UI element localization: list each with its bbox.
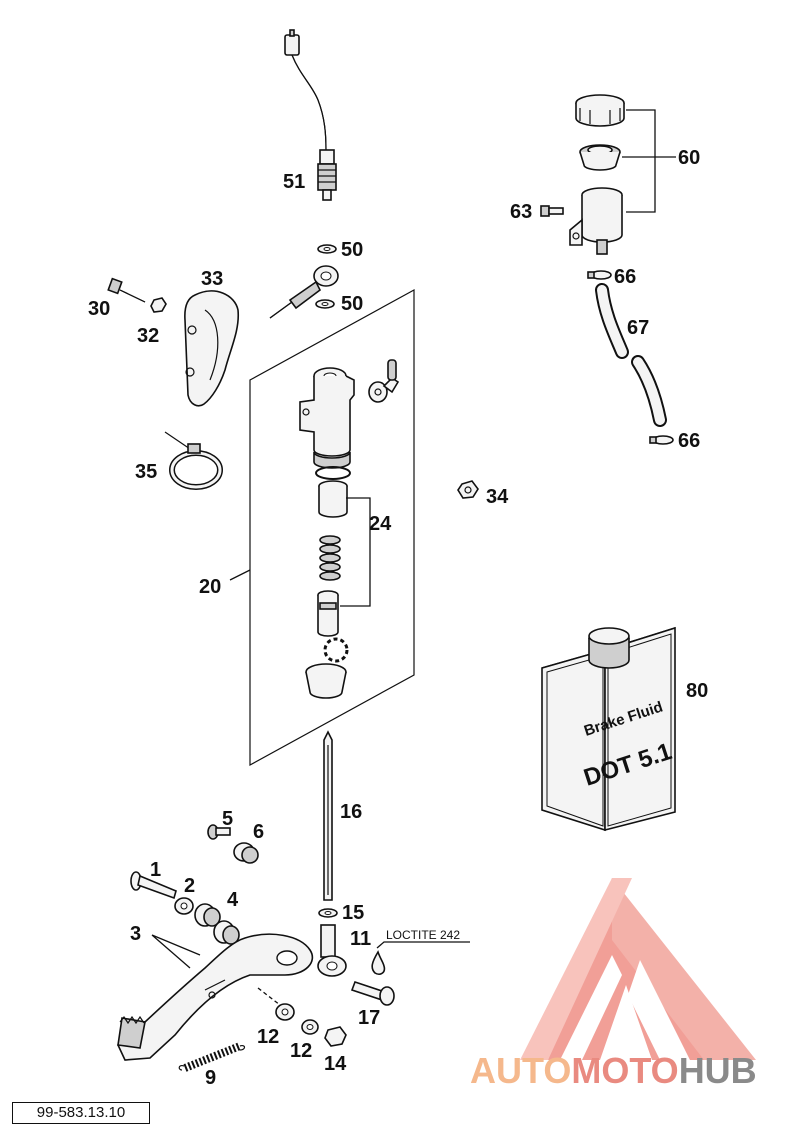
master-cylinder-elbow [368,359,400,403]
master-cylinder-body [299,367,355,469]
watermark-auto: AUTO [470,1050,571,1091]
part-67-hose [595,283,667,427]
document-number: 99-583.13.10 [12,1102,150,1124]
watermark-text: AUTOMOTOHUB [470,1050,757,1091]
callout-9: 9 [205,1067,216,1089]
callout-14: 14 [324,1053,347,1075]
callout-63: 63 [510,201,532,223]
callout-51: 51 [283,171,305,193]
leader-dash-12 [257,987,281,1006]
part-33-cover [184,290,240,407]
part-3-brake-pedal [117,933,314,1061]
leader-3 [151,934,201,969]
callout-5: 5 [222,808,233,830]
callout-2: 2 [184,875,195,897]
part-1-bolt [130,871,177,900]
callout-20: 20 [199,576,221,598]
callout-24: 24 [369,513,392,535]
callout-33: 33 [201,268,223,290]
callout-32: 32 [137,325,159,347]
part-50-washers [315,244,337,309]
callout-30: 30 [88,298,110,320]
part-80-brake-fluid-bottle [541,626,676,832]
part-63-screw [540,205,564,217]
callout-17: 17 [358,1007,380,1029]
part-51-brake-light-switch [284,29,337,201]
callout-12-right: 12 [290,1040,312,1062]
callout-50-bottom: 50 [341,293,363,315]
part-14-nut [324,1026,347,1047]
part-9-spring [178,1042,246,1072]
callout-35: 35 [135,461,157,483]
part-66-clamp-bottom [649,435,674,445]
part-24-repair-kit [305,466,351,699]
part-34-nut [457,480,479,499]
callout-60: 60 [678,147,700,169]
brake-line-banjo [269,265,339,319]
leader-20 [229,569,251,581]
part-2-washer [174,897,194,915]
callout-15: 15 [342,902,364,924]
callouts: 51 60 63 50 50 33 30 32 66 67 66 35 34 2… [88,147,708,1089]
callout-80: 80 [686,680,708,702]
callout-1: 1 [150,859,161,881]
loctite-note: LOCTITE 242 [386,928,460,942]
watermark-moto: MOTO [571,1050,678,1091]
callout-6: 6 [253,821,264,843]
callout-11: 11 [350,928,371,950]
part-32-nut [150,297,167,313]
part-5-screw [207,824,231,840]
part-17-pin [350,980,395,1006]
part-6-bushing [233,842,259,864]
callout-12-left: 12 [257,1026,279,1048]
part-66-clamp-top [587,270,612,280]
callout-34: 34 [486,486,509,508]
leader-24 [340,497,371,607]
watermark-logo [520,878,756,1060]
watermark-hub: HUB [679,1050,757,1091]
part-60-reservoir [569,94,625,255]
callout-50-top: 50 [341,239,363,261]
part-16-push-rod [323,730,333,901]
callout-3: 3 [130,923,141,945]
leader-60 [622,109,676,213]
part-4-bushings [194,903,240,945]
part-11-clevis [317,924,347,977]
callout-16: 16 [340,801,362,823]
part-12-washers [275,1003,319,1035]
part-15-nut [318,908,338,918]
callout-66-top: 66 [614,266,636,288]
part-20-frame [249,288,415,767]
callout-67: 67 [627,317,649,339]
part-30-bolt [107,277,146,303]
loctite-drop [371,950,386,975]
callout-4: 4 [227,889,239,911]
callout-66-bottom: 66 [678,430,700,452]
part-35-cable-tie [164,431,223,490]
leader-loctite [376,941,470,949]
